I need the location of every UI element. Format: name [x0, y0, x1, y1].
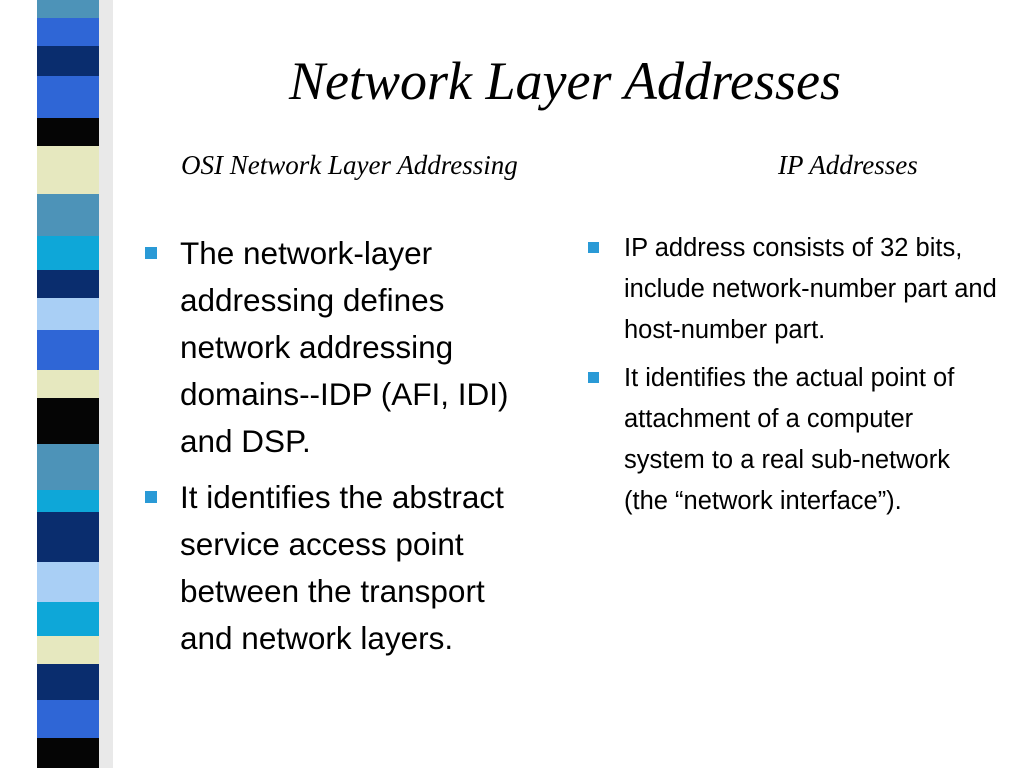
stripe-block	[37, 636, 99, 664]
stripe-block	[37, 444, 99, 490]
stripe-block	[37, 562, 99, 602]
bullet-text: It identifies the abstract service acces…	[180, 479, 504, 656]
stripe-block	[37, 738, 99, 768]
list-item: It identifies the abstract service acces…	[145, 474, 545, 662]
stripe-block	[37, 370, 99, 398]
stripe-block	[37, 298, 99, 330]
stripe-block	[37, 46, 99, 76]
stripe-block	[37, 664, 99, 700]
stripe-block	[37, 512, 99, 562]
bullet-text: The network-layer addressing defines net…	[180, 235, 509, 459]
stripe-block	[37, 0, 99, 18]
bullet-text: It identifies the actual point of attach…	[624, 364, 955, 515]
stripe-block	[37, 490, 99, 512]
square-bullet-icon	[145, 247, 157, 259]
right-column-heading: IP Addresses	[778, 150, 918, 180]
list-item: It identifies the actual point of attach…	[588, 358, 998, 522]
stripe-block	[37, 18, 99, 46]
left-bullet-list: The network-layer addressing defines net…	[145, 230, 545, 671]
stripe-block	[37, 236, 99, 270]
slide-title: Network Layer Addresses	[289, 51, 841, 111]
stripe-block	[37, 270, 99, 298]
stripe-block	[37, 146, 99, 194]
stripe-block	[37, 76, 99, 118]
square-bullet-icon	[145, 491, 157, 503]
decorative-stripe-shadow	[99, 0, 113, 768]
stripe-block	[37, 602, 99, 636]
stripe-block	[37, 194, 99, 236]
bullet-text: IP address consists of 32 bits, include …	[624, 234, 997, 344]
right-bullet-list: IP address consists of 32 bits, include …	[588, 228, 998, 529]
stripe-block	[37, 700, 99, 738]
stripe-block	[37, 398, 99, 444]
square-bullet-icon	[588, 242, 599, 253]
list-item: The network-layer addressing defines net…	[145, 230, 545, 465]
stripe-block	[37, 118, 99, 146]
list-item: IP address consists of 32 bits, include …	[588, 228, 998, 351]
square-bullet-icon	[588, 372, 599, 383]
stripe-block	[37, 330, 99, 370]
left-column-heading: OSI Network Layer Addressing	[181, 150, 518, 180]
decorative-stripe	[37, 0, 99, 768]
